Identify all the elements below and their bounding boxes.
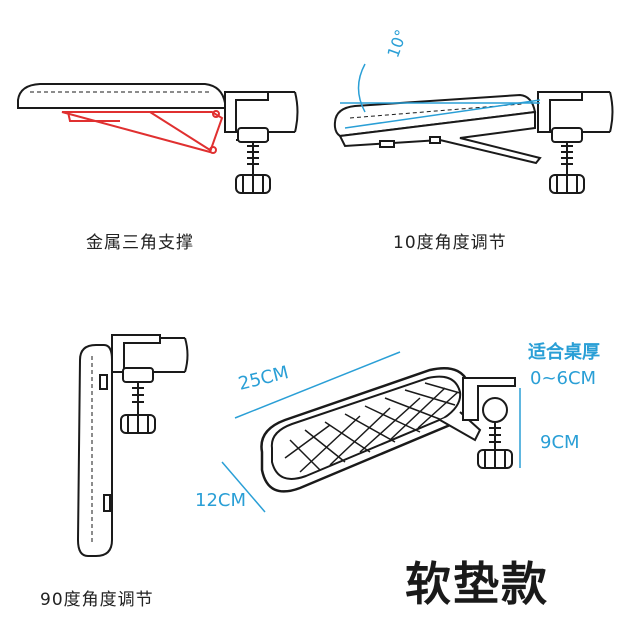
dimension-width: 12CM: [195, 490, 247, 511]
product-name: 软垫款: [405, 557, 549, 611]
fit-desk-range: 0~6CM: [530, 368, 597, 389]
angle-adjust-drawing: [333, 91, 614, 194]
dimension-lines: [221, 351, 521, 513]
caption-adjust-90: 90度角度调节: [40, 590, 154, 610]
dimension-height: 9CM: [540, 432, 580, 453]
caption-metal-triangle: 金属三角支撑: [86, 233, 194, 253]
pad-dimension-drawing: [260, 367, 516, 493]
metal-triangle-drawing: [17, 83, 299, 194]
angle-indicator: [340, 63, 541, 129]
vertical-adjust-drawing: [76, 334, 189, 557]
metal-triangle-highlight: [61, 110, 224, 154]
caption-adjust-10: 10度角度调节: [393, 233, 507, 253]
fit-desk-title: 适合桌厚: [528, 342, 600, 363]
